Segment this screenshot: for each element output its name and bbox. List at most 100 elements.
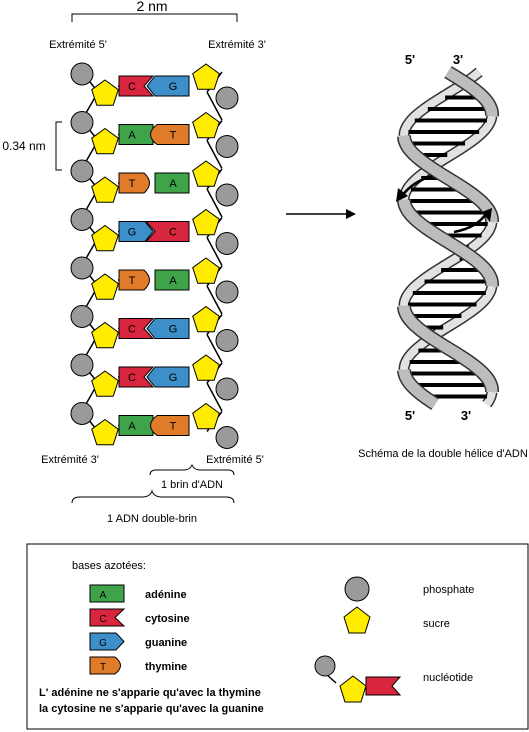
phosphate	[70, 62, 94, 86]
base-t	[118, 172, 150, 194]
backbone-bond	[206, 91, 223, 121]
phosphate	[215, 232, 239, 255]
helix-front-strand	[397, 66, 500, 410]
base-a	[118, 415, 154, 436]
phosphate	[215, 426, 239, 449]
top-right-end-label: Extrémité 3'	[208, 39, 266, 51]
base-t	[150, 415, 190, 436]
sugar	[91, 176, 119, 203]
top-left-end-label: Extrémité 5'	[49, 39, 107, 51]
phosphate	[70, 111, 94, 134]
sugar-icon	[343, 606, 371, 634]
pairing-rule-line2: la cytosine ne s'apparie qu'avec la guan…	[39, 703, 264, 715]
spacing-label: 0.34 nm	[2, 139, 45, 153]
transform-arrow	[286, 209, 356, 219]
base-letter: G	[128, 227, 137, 239]
legend-base-letter: T	[100, 662, 106, 673]
base-t	[118, 269, 150, 291]
legend-base-letter: G	[99, 638, 107, 649]
legend-base-letter: C	[99, 614, 106, 625]
base-letter: T	[129, 178, 136, 190]
sugar	[192, 63, 220, 90]
bottom-left-end-label: Extrémité 3'	[41, 454, 99, 466]
single-strand-brace	[149, 463, 235, 476]
phosphate	[70, 208, 94, 231]
sugar	[91, 127, 119, 155]
phosphate	[70, 305, 94, 328]
rotation-arrow-right	[453, 213, 488, 234]
sugar	[91, 321, 119, 349]
base-letter: A	[169, 275, 177, 287]
sugar	[192, 305, 220, 333]
base-letter: A	[128, 421, 136, 433]
phosphate	[215, 280, 239, 304]
base-c	[118, 318, 155, 339]
backbone-bond	[206, 140, 223, 169]
legend-base-icon	[89, 656, 121, 675]
helix-ribbon	[400, 285, 496, 371]
phosphate	[215, 183, 239, 207]
base-c	[144, 221, 190, 242]
helix-back-strand	[398, 67, 498, 408]
helix-ribbon	[400, 115, 496, 201]
backbone-bond	[206, 382, 223, 412]
base-letter: T	[170, 421, 177, 433]
legend-base-name: adénine	[145, 589, 187, 601]
sugar-label: sucre	[423, 618, 450, 630]
base-letter: G	[169, 324, 178, 336]
single-strand-label: 1 brin d'ADN	[161, 479, 223, 491]
base-letter: G	[169, 81, 178, 93]
phosphate	[70, 353, 94, 377]
double-strand-brace	[71, 489, 235, 504]
sugar	[192, 402, 220, 430]
base-letter: C	[128, 324, 136, 336]
phosphate	[70, 256, 94, 280]
helix-bottom-right-label: 3'	[461, 408, 471, 423]
helix-caption: Schéma de la double hélice d'ADN	[358, 448, 528, 460]
legend-base-name: cytosine	[145, 613, 190, 625]
double-strand-label: 1 ADN double-brin	[107, 513, 197, 525]
phosphate	[70, 402, 94, 425]
base-letter: T	[129, 275, 136, 287]
legend-base-letter: A	[100, 590, 107, 601]
base-g	[146, 366, 190, 388]
phosphate	[215, 86, 239, 110]
nucleotide-icon	[314, 655, 402, 703]
backbone-bond	[206, 334, 223, 363]
base-c	[118, 75, 155, 97]
legend-base-icon	[89, 632, 125, 651]
base-letter: C	[169, 227, 177, 239]
phosphate	[215, 329, 239, 352]
bases-title: bases azotées:	[72, 560, 146, 572]
dna-ladder: 2 nm Extrémité 5' Extrémité 3' 0.34 nm C…	[2, 0, 266, 525]
base-letter: G	[169, 372, 178, 384]
helix-top-left-label: 5'	[405, 52, 415, 67]
base-g	[118, 221, 154, 242]
base-a	[154, 269, 190, 291]
base-g	[146, 75, 190, 97]
backbone-bond	[206, 237, 223, 266]
sugar	[91, 273, 119, 300]
base-a	[154, 172, 190, 194]
base-g	[146, 318, 190, 339]
helix-ribbon	[483, 391, 496, 407]
pairing-rule-line1: L' adénine ne s'apparie qu'avec la thymi…	[39, 687, 261, 699]
backbone-bond	[206, 285, 223, 315]
base-c	[118, 366, 155, 388]
phosphate-icon	[344, 576, 370, 602]
width-bracket	[71, 13, 238, 22]
sugar	[192, 160, 220, 187]
sugar	[91, 418, 119, 446]
helix-ribbon	[398, 369, 439, 409]
spacing-bracket	[55, 121, 62, 171]
legend-base-icon	[89, 608, 126, 627]
